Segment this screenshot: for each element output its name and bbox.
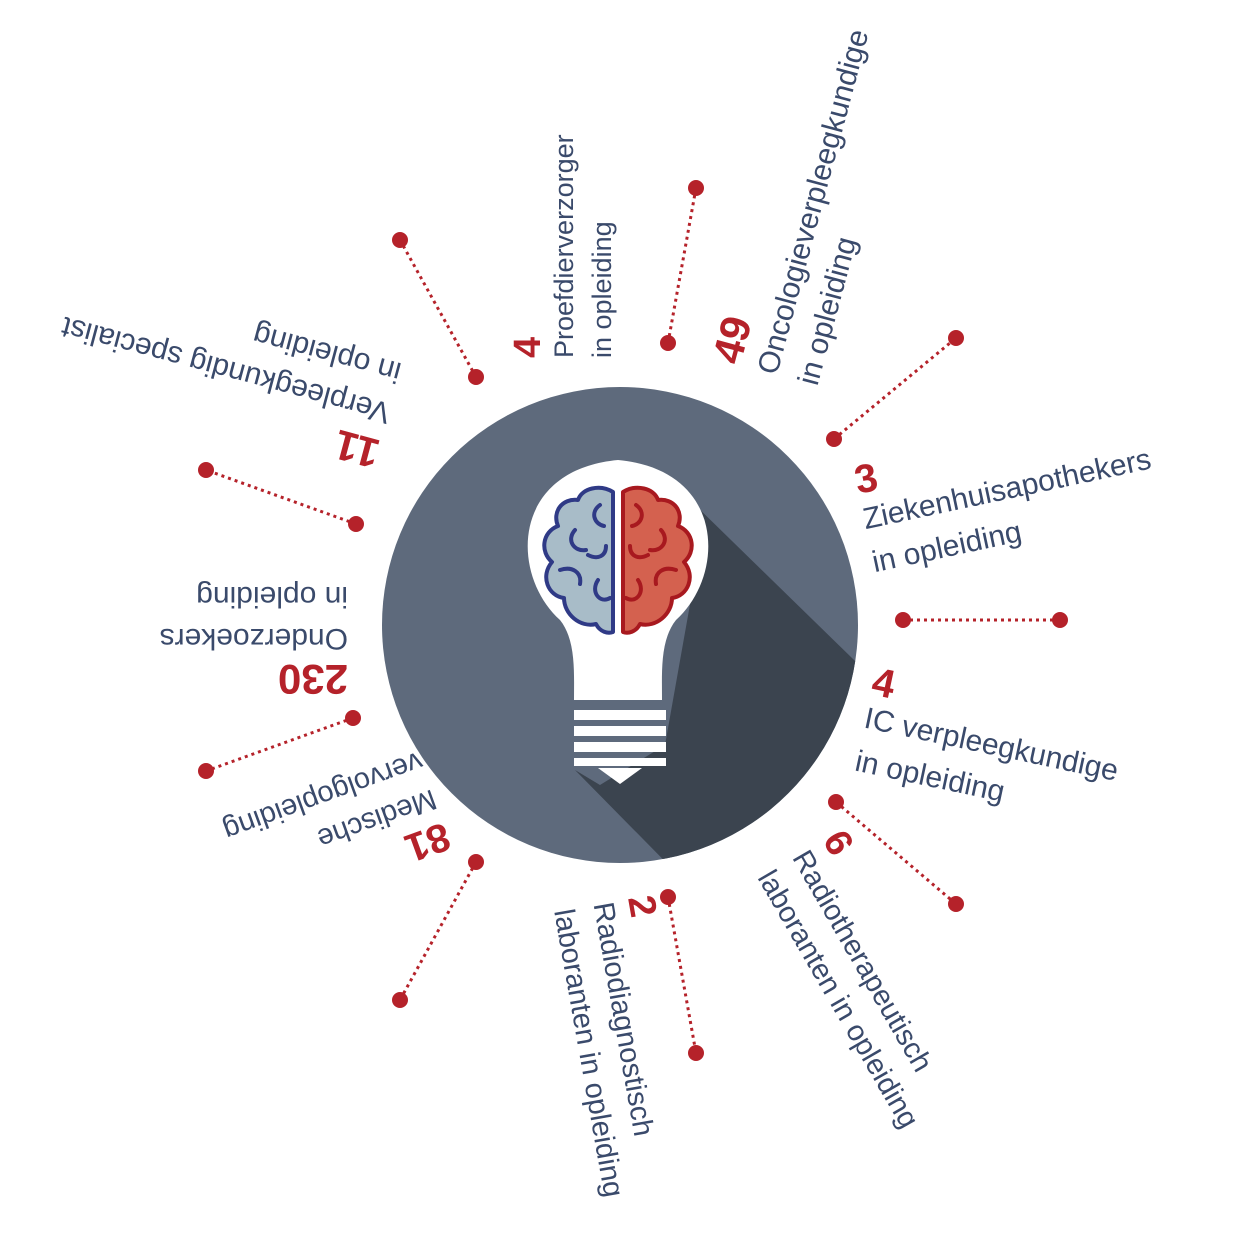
outer-dot	[688, 1045, 704, 1061]
bulb-thread-1	[574, 710, 666, 720]
dotted-connector	[398, 239, 478, 378]
dotted-connector	[833, 336, 957, 441]
dotted-connector	[205, 468, 357, 526]
inner-dot	[660, 335, 676, 351]
spoke-count: 2	[619, 892, 664, 920]
outer-dot	[198, 462, 214, 478]
bulb-thread-2	[574, 726, 666, 736]
spoke-count: 11	[329, 421, 384, 478]
dotted-connector	[666, 187, 698, 344]
inner-dot	[468, 369, 484, 385]
spoke-count: 230	[278, 656, 348, 703]
bulb-thread-4	[574, 758, 666, 766]
inner-dot	[348, 516, 364, 532]
bulb-thread-3	[574, 742, 666, 752]
outer-dot	[948, 896, 964, 912]
inner-dot	[660, 889, 676, 905]
inner-dot	[895, 612, 911, 628]
inner-dot	[828, 794, 844, 810]
spoke-count: 3	[851, 455, 882, 503]
spoke-label-line: in opleiding	[196, 580, 348, 613]
spoke-label-line: Proefdierverzorger	[549, 134, 579, 358]
inner-dot	[345, 710, 361, 726]
outer-dot	[688, 180, 704, 196]
spoke-count: 49	[703, 311, 760, 368]
dotted-connector	[666, 896, 698, 1054]
outer-dot	[1052, 612, 1068, 628]
spoke-label-line: Onderzoekers	[160, 622, 348, 655]
outer-dot	[948, 330, 964, 346]
outer-dot	[198, 763, 214, 779]
spoke-count: 4	[507, 337, 549, 358]
outer-dot	[392, 992, 408, 1008]
brain-right-folds	[624, 503, 678, 602]
inner-dot	[826, 431, 842, 447]
lightbulb-brain-icon	[527, 460, 709, 784]
dotted-connector	[835, 800, 957, 906]
spoke-count: 4	[868, 660, 900, 708]
spoke-label-line: in opleiding	[587, 221, 617, 358]
inner-dot	[468, 854, 484, 870]
dotted-connector	[205, 716, 354, 773]
outer-dot	[392, 232, 408, 248]
dotted-connector	[398, 861, 478, 1001]
brain-left-folds	[558, 503, 612, 602]
bulb-tip	[598, 768, 642, 784]
